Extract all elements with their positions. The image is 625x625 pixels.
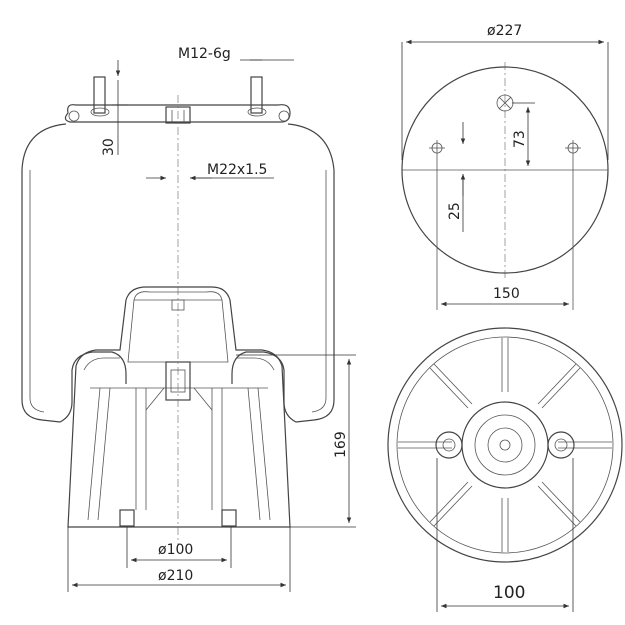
hub-ring xyxy=(474,414,536,476)
label-dim-25: 25 xyxy=(447,202,463,220)
bellows-outline xyxy=(21,123,335,423)
boss-left xyxy=(435,431,463,459)
stud-right xyxy=(250,76,263,114)
piston-inner-cup xyxy=(127,291,229,363)
bottom-view: 100 xyxy=(387,327,623,612)
piston-base-inner xyxy=(396,336,614,554)
stud-left-nut xyxy=(90,107,110,117)
label-dia-227: ø227 xyxy=(487,23,522,39)
label-dim-169: 169 xyxy=(333,431,349,458)
hub-inner xyxy=(487,427,523,463)
hub-center xyxy=(499,439,511,451)
label-dim-30: 30 xyxy=(101,138,117,156)
label-thread-center: M22x1.5 xyxy=(207,162,267,178)
plate-crimp-right xyxy=(278,110,290,122)
side-view: M12-6g 30 M22x1.5 169 ø100 ø210 xyxy=(21,46,356,592)
boss-right xyxy=(547,431,575,459)
piston xyxy=(67,286,291,528)
label-dia-210: ø210 xyxy=(158,568,193,584)
label-dim-100: 100 xyxy=(493,583,525,603)
label-dim-150: 150 xyxy=(493,286,520,302)
insert-right xyxy=(221,509,237,527)
stud-right-nut xyxy=(247,107,267,117)
piston-base-outer xyxy=(387,327,623,563)
top-plate xyxy=(64,104,291,123)
label-thread-top: M12-6g xyxy=(178,46,231,62)
plate-crimp-left xyxy=(68,110,80,122)
label-dia-100: ø100 xyxy=(158,542,193,558)
insert-left xyxy=(119,509,135,527)
piston-ribs xyxy=(398,338,612,552)
stud-left xyxy=(93,76,106,114)
label-dim-73: 73 xyxy=(512,130,528,148)
top-view: ø227 73 25 150 xyxy=(401,23,609,310)
